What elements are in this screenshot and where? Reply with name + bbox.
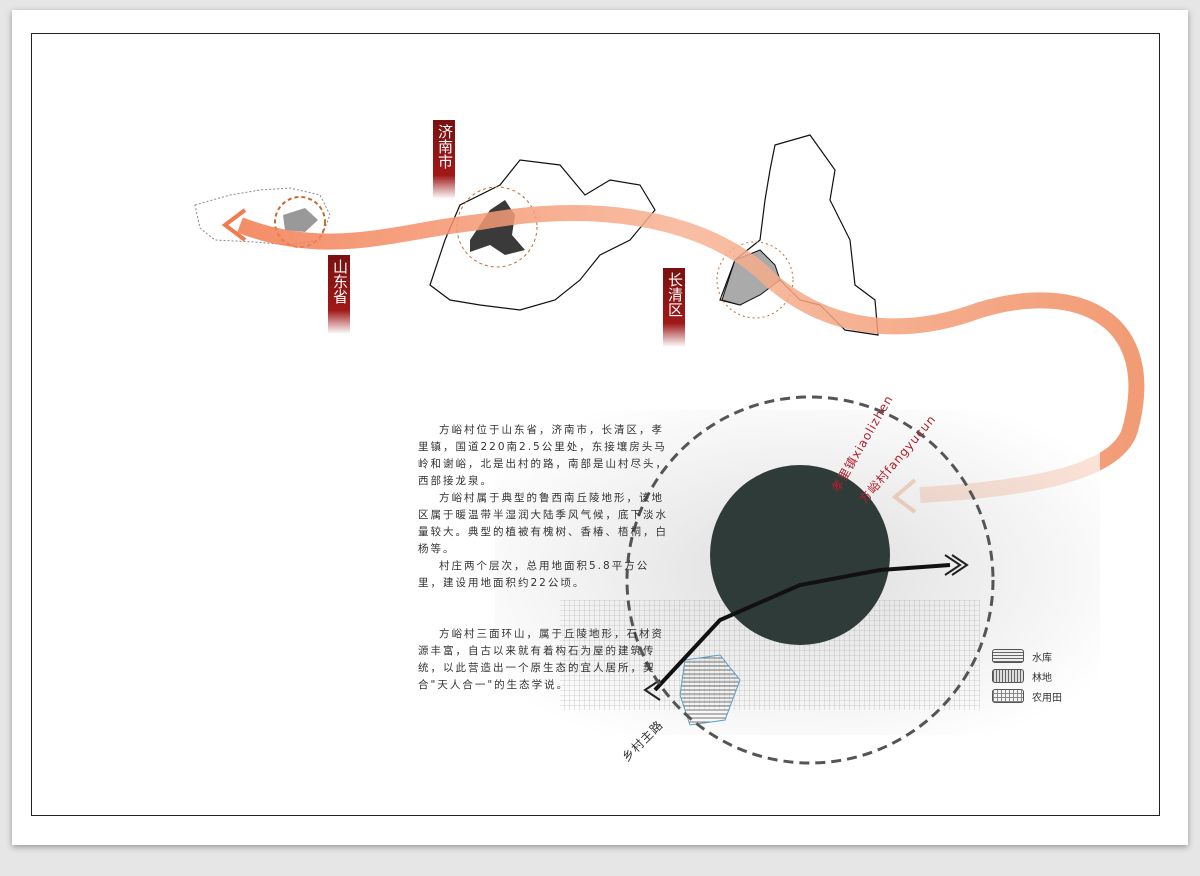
seal-label-jinan: 济南市 [433,120,455,199]
description-text: 方峪村位于山东省，济南市，长清区，孝里镇，国道220南2.5公里处，东接壤房头马… [418,422,668,592]
legend-label: 林地 [1032,672,1052,684]
forest-swatch [992,669,1024,683]
farmland-swatch [992,689,1024,703]
paragraph-area: 村庄两个层次，总用地面积5.8平方公里，建设用地面积约22公顷。 [418,560,650,589]
legend-label: 水库 [1032,652,1052,664]
legend: 水库 林地 农用田 [992,646,1082,706]
shandong-highlight [283,208,318,232]
poster-frame [31,33,1160,816]
seal-label-changqing: 长清区 [663,268,685,347]
reservoir-swatch [992,649,1024,663]
china-focus-circle [274,196,326,248]
paragraph-terrain: 方峪村三面环山，属于丘陵地形，石材资源丰富，自古以来就有着构石为屋的建筑传统，以… [418,628,664,691]
shandong-map [429,159,656,311]
description-text-2: 方峪村三面环山，属于丘陵地形，石材资源丰富，自古以来就有着构石为屋的建筑传统，以… [418,626,668,694]
reservoir [679,654,741,726]
road-arrow-right [944,554,969,576]
paragraph-climate: 方峪村属于典型的鲁西南丘陵地形，该地区属于暖温带半湿润大陆季风气候，底下淡水量较… [418,492,668,555]
china-map [194,187,331,246]
legend-item-farmland: 农用田 [992,686,1082,706]
legend-item-reservoir: 水库 [992,646,1082,666]
site-boundary-circle [625,395,995,765]
jinan-focus-circle [456,186,538,268]
legend-item-forest: 林地 [992,666,1082,686]
changqing-focus-circle [716,241,794,319]
arrow-head-left [221,208,247,242]
journey-arrow [237,205,1145,503]
village-main-road [653,563,951,692]
seal-label-shandong: 山东省 [328,255,350,334]
paragraph-location: 方峪村位于山东省，济南市，长清区，孝里镇，国道220南2.5公里处，东接壤房头马… [418,424,668,487]
road-arrow-left [643,679,661,701]
legend-label: 农用田 [1032,692,1062,704]
village-core [710,465,890,645]
